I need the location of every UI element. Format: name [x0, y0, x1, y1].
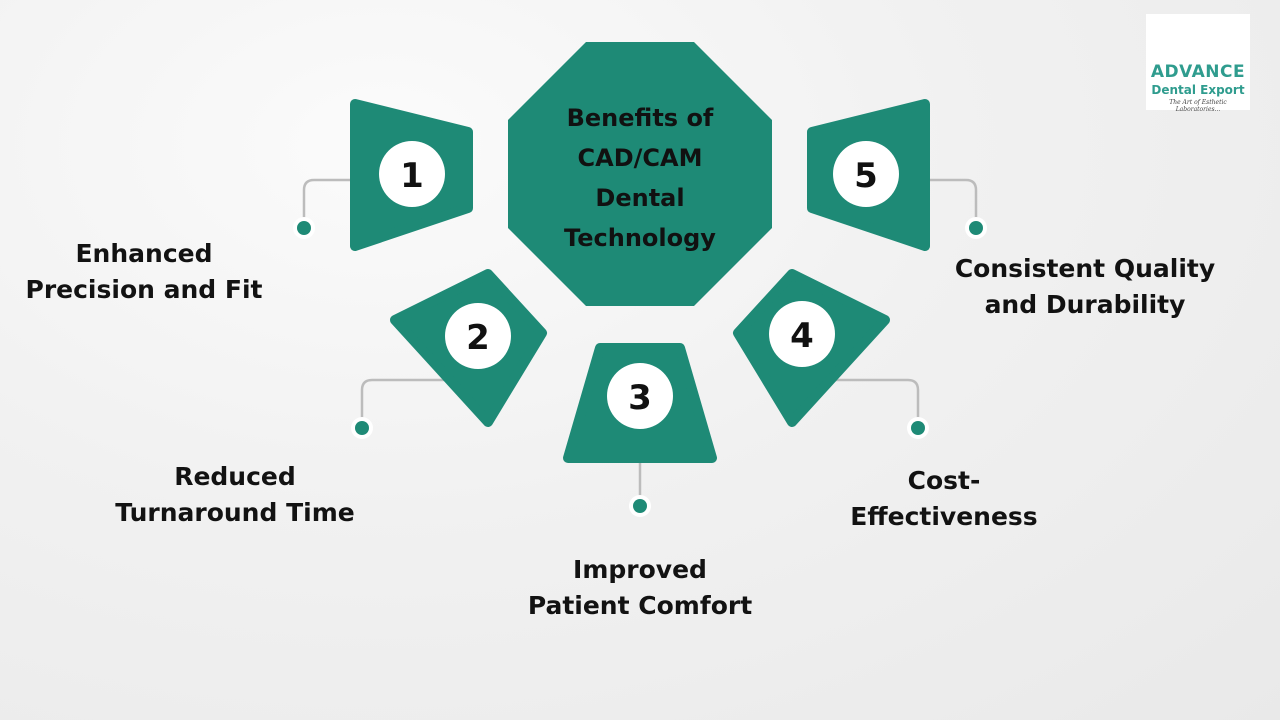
company-logo: ADVANCE Dental Export The Art of Estheti… — [1146, 14, 1250, 113]
benefit-label-5: Consistent Quality and Durability — [930, 251, 1240, 323]
badge-number-5: 5 — [854, 156, 878, 196]
connector-1 — [302, 178, 358, 218]
benefit-label-2: Reduced Turnaround Time — [100, 459, 370, 531]
benefit-label-3: Improved Patient Comfort — [500, 552, 780, 624]
badge-1 — [379, 141, 445, 207]
benefit-label-line: Turnaround Time — [115, 498, 355, 527]
number-badges — [379, 141, 899, 429]
badge-4 — [769, 301, 835, 367]
benefit-label-4: Cost- Effectiveness — [824, 463, 1064, 535]
benefit-label-line: Consistent Quality — [954, 254, 1216, 283]
benefit-label-line: and Durability — [984, 290, 1186, 319]
center-title-line: CAD/CAM — [577, 144, 703, 172]
benefit-label-line: Patient Comfort — [527, 591, 753, 620]
badge-number-2: 2 — [466, 318, 490, 358]
badge-5 — [833, 141, 899, 207]
connector-4 — [828, 378, 920, 418]
benefit-label-line: Reduced — [174, 462, 296, 491]
connectors — [302, 178, 978, 496]
connector-2 — [360, 378, 452, 418]
benefit-label-line: Improved — [573, 555, 707, 584]
benefit-label-1: Enhanced Precision and Fit — [14, 236, 274, 308]
badge-number-4: 4 — [790, 316, 814, 356]
badge-number-3: 3 — [628, 378, 652, 418]
center-title-line: Dental — [595, 184, 685, 212]
badge-2 — [445, 303, 511, 369]
center-octagon — [508, 42, 772, 306]
benefit-label-line: Precision and Fit — [25, 275, 263, 304]
center-title: Benefits of CAD/CAM Dental Technology — [520, 98, 760, 258]
logo-brand: ADVANCE — [1150, 62, 1246, 82]
center-title-line: Technology — [564, 224, 716, 252]
benefit-label-line: Effectiveness — [850, 502, 1038, 531]
connector-5 — [922, 178, 978, 218]
badge-number-1: 1 — [400, 156, 424, 196]
badge-3 — [607, 363, 673, 429]
logo-tagline: The Art of Esthetic Laboratories... — [1169, 99, 1227, 113]
benefit-label-line: Cost- — [907, 466, 981, 495]
center-title-line: Benefits of — [566, 104, 714, 132]
logo-subtitle: Dental Export — [1151, 83, 1245, 97]
benefit-label-line: Enhanced — [75, 239, 213, 268]
connector-dots — [293, 217, 987, 517]
